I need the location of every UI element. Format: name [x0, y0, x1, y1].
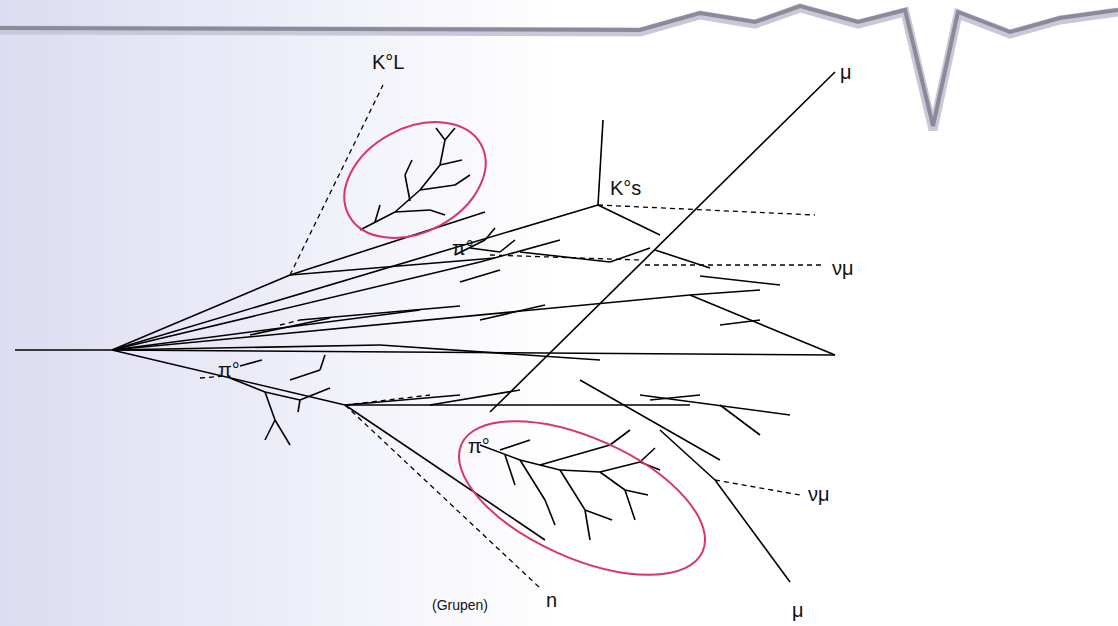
particle-label: π° — [452, 238, 474, 258]
border-shadow — [0, 8, 1118, 130]
particle-label: μ — [792, 600, 804, 620]
border-line — [0, 6, 1118, 126]
particle-label: n — [546, 590, 557, 610]
neutral-tracks — [200, 85, 825, 588]
source-note: (Grupen) — [432, 598, 488, 612]
particle-label: μ — [840, 62, 852, 82]
particle-label: K°s — [610, 178, 641, 198]
particle-label: νμ — [832, 258, 854, 278]
particle-label: π° — [218, 360, 240, 380]
background-shade — [0, 0, 560, 626]
highlight-ellipse — [324, 99, 505, 261]
particle-label: π° — [468, 436, 490, 456]
particle-label: νμ — [808, 484, 830, 504]
particle-label: K°L — [372, 52, 404, 72]
highlight-ellipse — [437, 389, 727, 606]
particle-tracks — [15, 72, 835, 582]
